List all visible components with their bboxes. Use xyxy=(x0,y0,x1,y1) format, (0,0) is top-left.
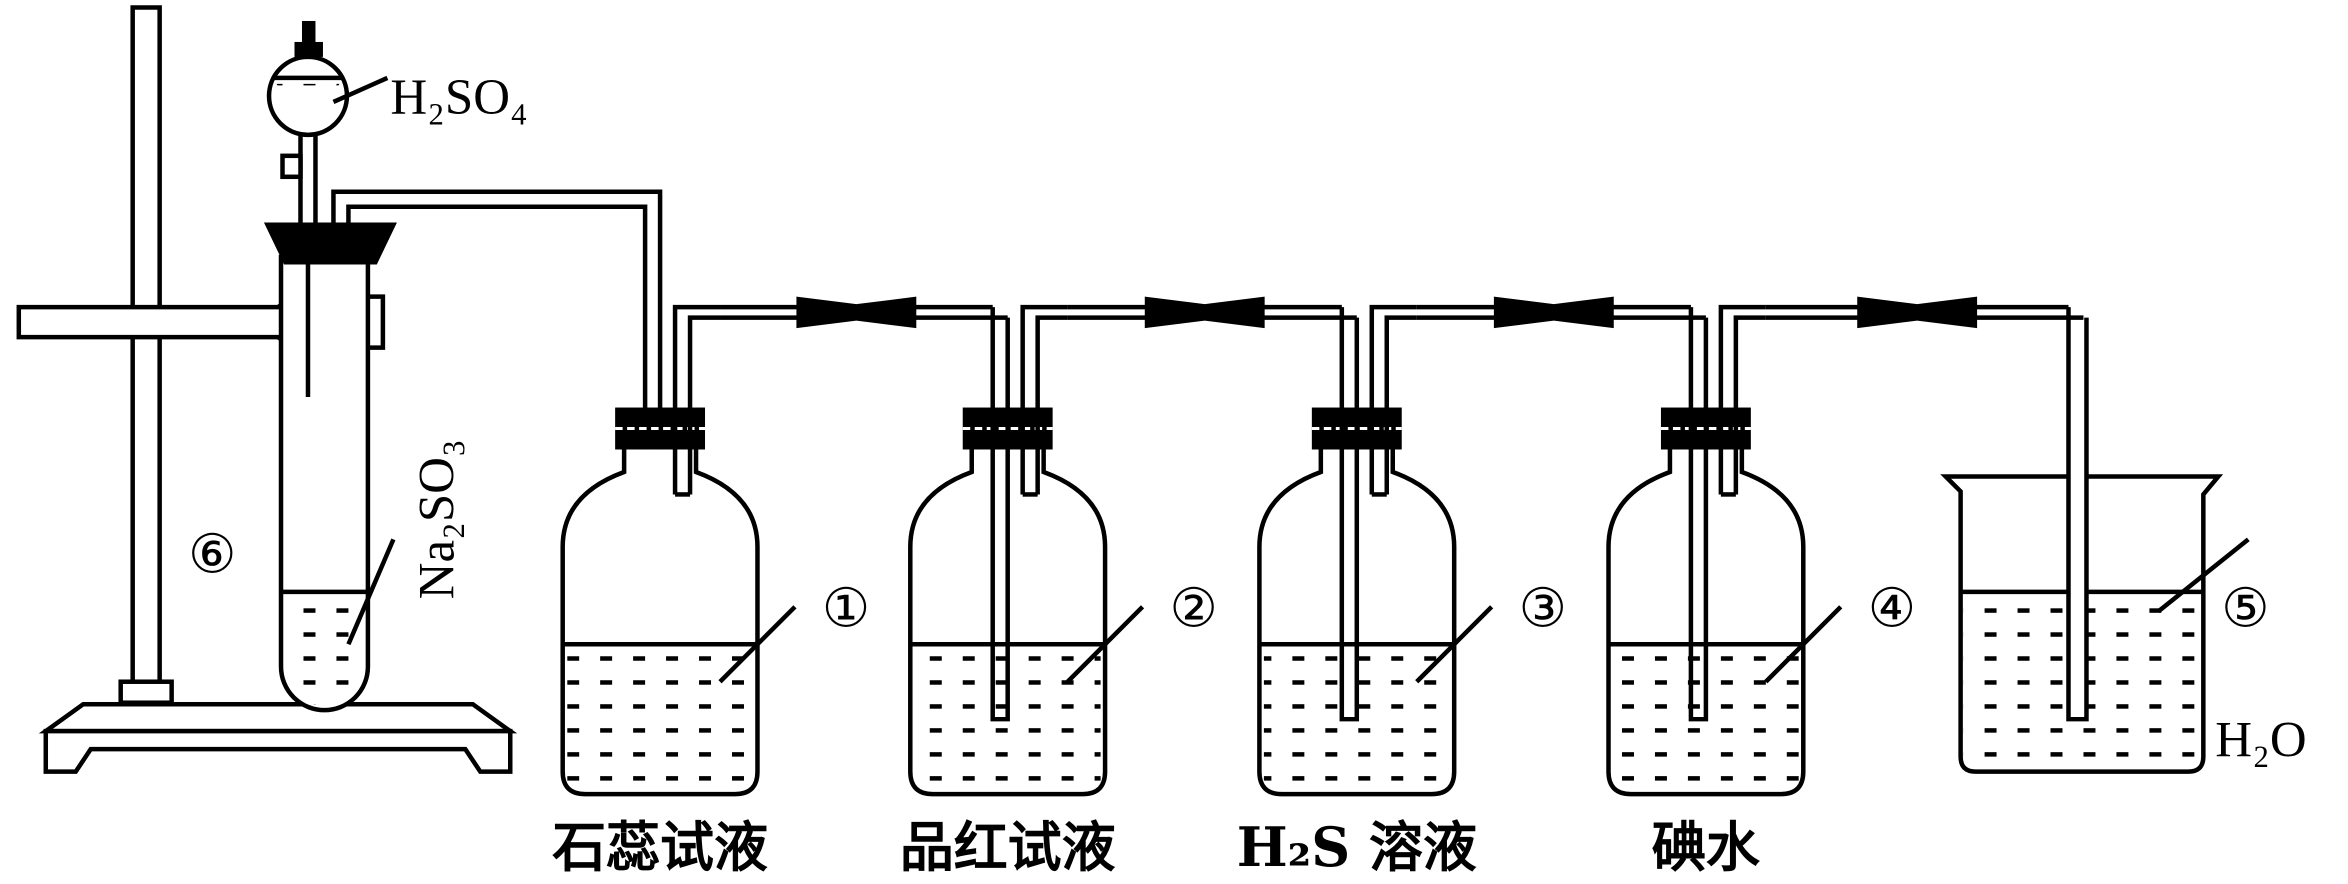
bottle-number: ④ xyxy=(1868,576,1916,639)
bottle-number: ① xyxy=(822,576,870,639)
rubber-connector xyxy=(1857,296,1978,329)
bottle-number: ③ xyxy=(1519,576,1567,639)
connecting-tube xyxy=(1067,296,1357,329)
gas-washing-bottle: ② 品红试液 xyxy=(900,304,1218,879)
rubber-connector xyxy=(796,296,917,329)
connecting-tube xyxy=(720,296,1008,329)
gas-washing-bottle: ① 石蕊试液 xyxy=(552,304,870,879)
gas-washing-bottle: ④ 碘水 xyxy=(1606,304,1916,879)
beaker-number: ⑤ xyxy=(2221,576,2269,639)
bottle-reagent-label: H₂S 溶液 xyxy=(1237,815,1477,879)
connecting-tube xyxy=(1416,296,1706,329)
bottle-number: ② xyxy=(1170,576,1218,639)
separatory-funnel: H₂SO₄ xyxy=(266,20,528,225)
beaker: ⑤ H₂O xyxy=(1940,299,2307,774)
rubber-connector xyxy=(1493,296,1614,329)
bottle-reagent-label: 品红试液 xyxy=(900,815,1116,879)
connecting-tube xyxy=(1765,296,2084,329)
stand-number: ⑥ xyxy=(188,522,236,585)
bottle-reagent-label: 碘水 xyxy=(1652,815,1761,879)
test-tube-reagent-label: Na₂SO₃ xyxy=(409,439,465,599)
test-tube xyxy=(263,222,397,713)
gas-washing-bottle: ③ H₂S 溶液 xyxy=(1237,304,1567,879)
funnel-reagent-label: H₂SO₄ xyxy=(390,70,527,126)
beaker-reagent-label: H₂O xyxy=(2215,713,2306,769)
bottle-reagent-label: 石蕊试液 xyxy=(552,815,768,879)
rubber-connector xyxy=(1144,296,1265,329)
